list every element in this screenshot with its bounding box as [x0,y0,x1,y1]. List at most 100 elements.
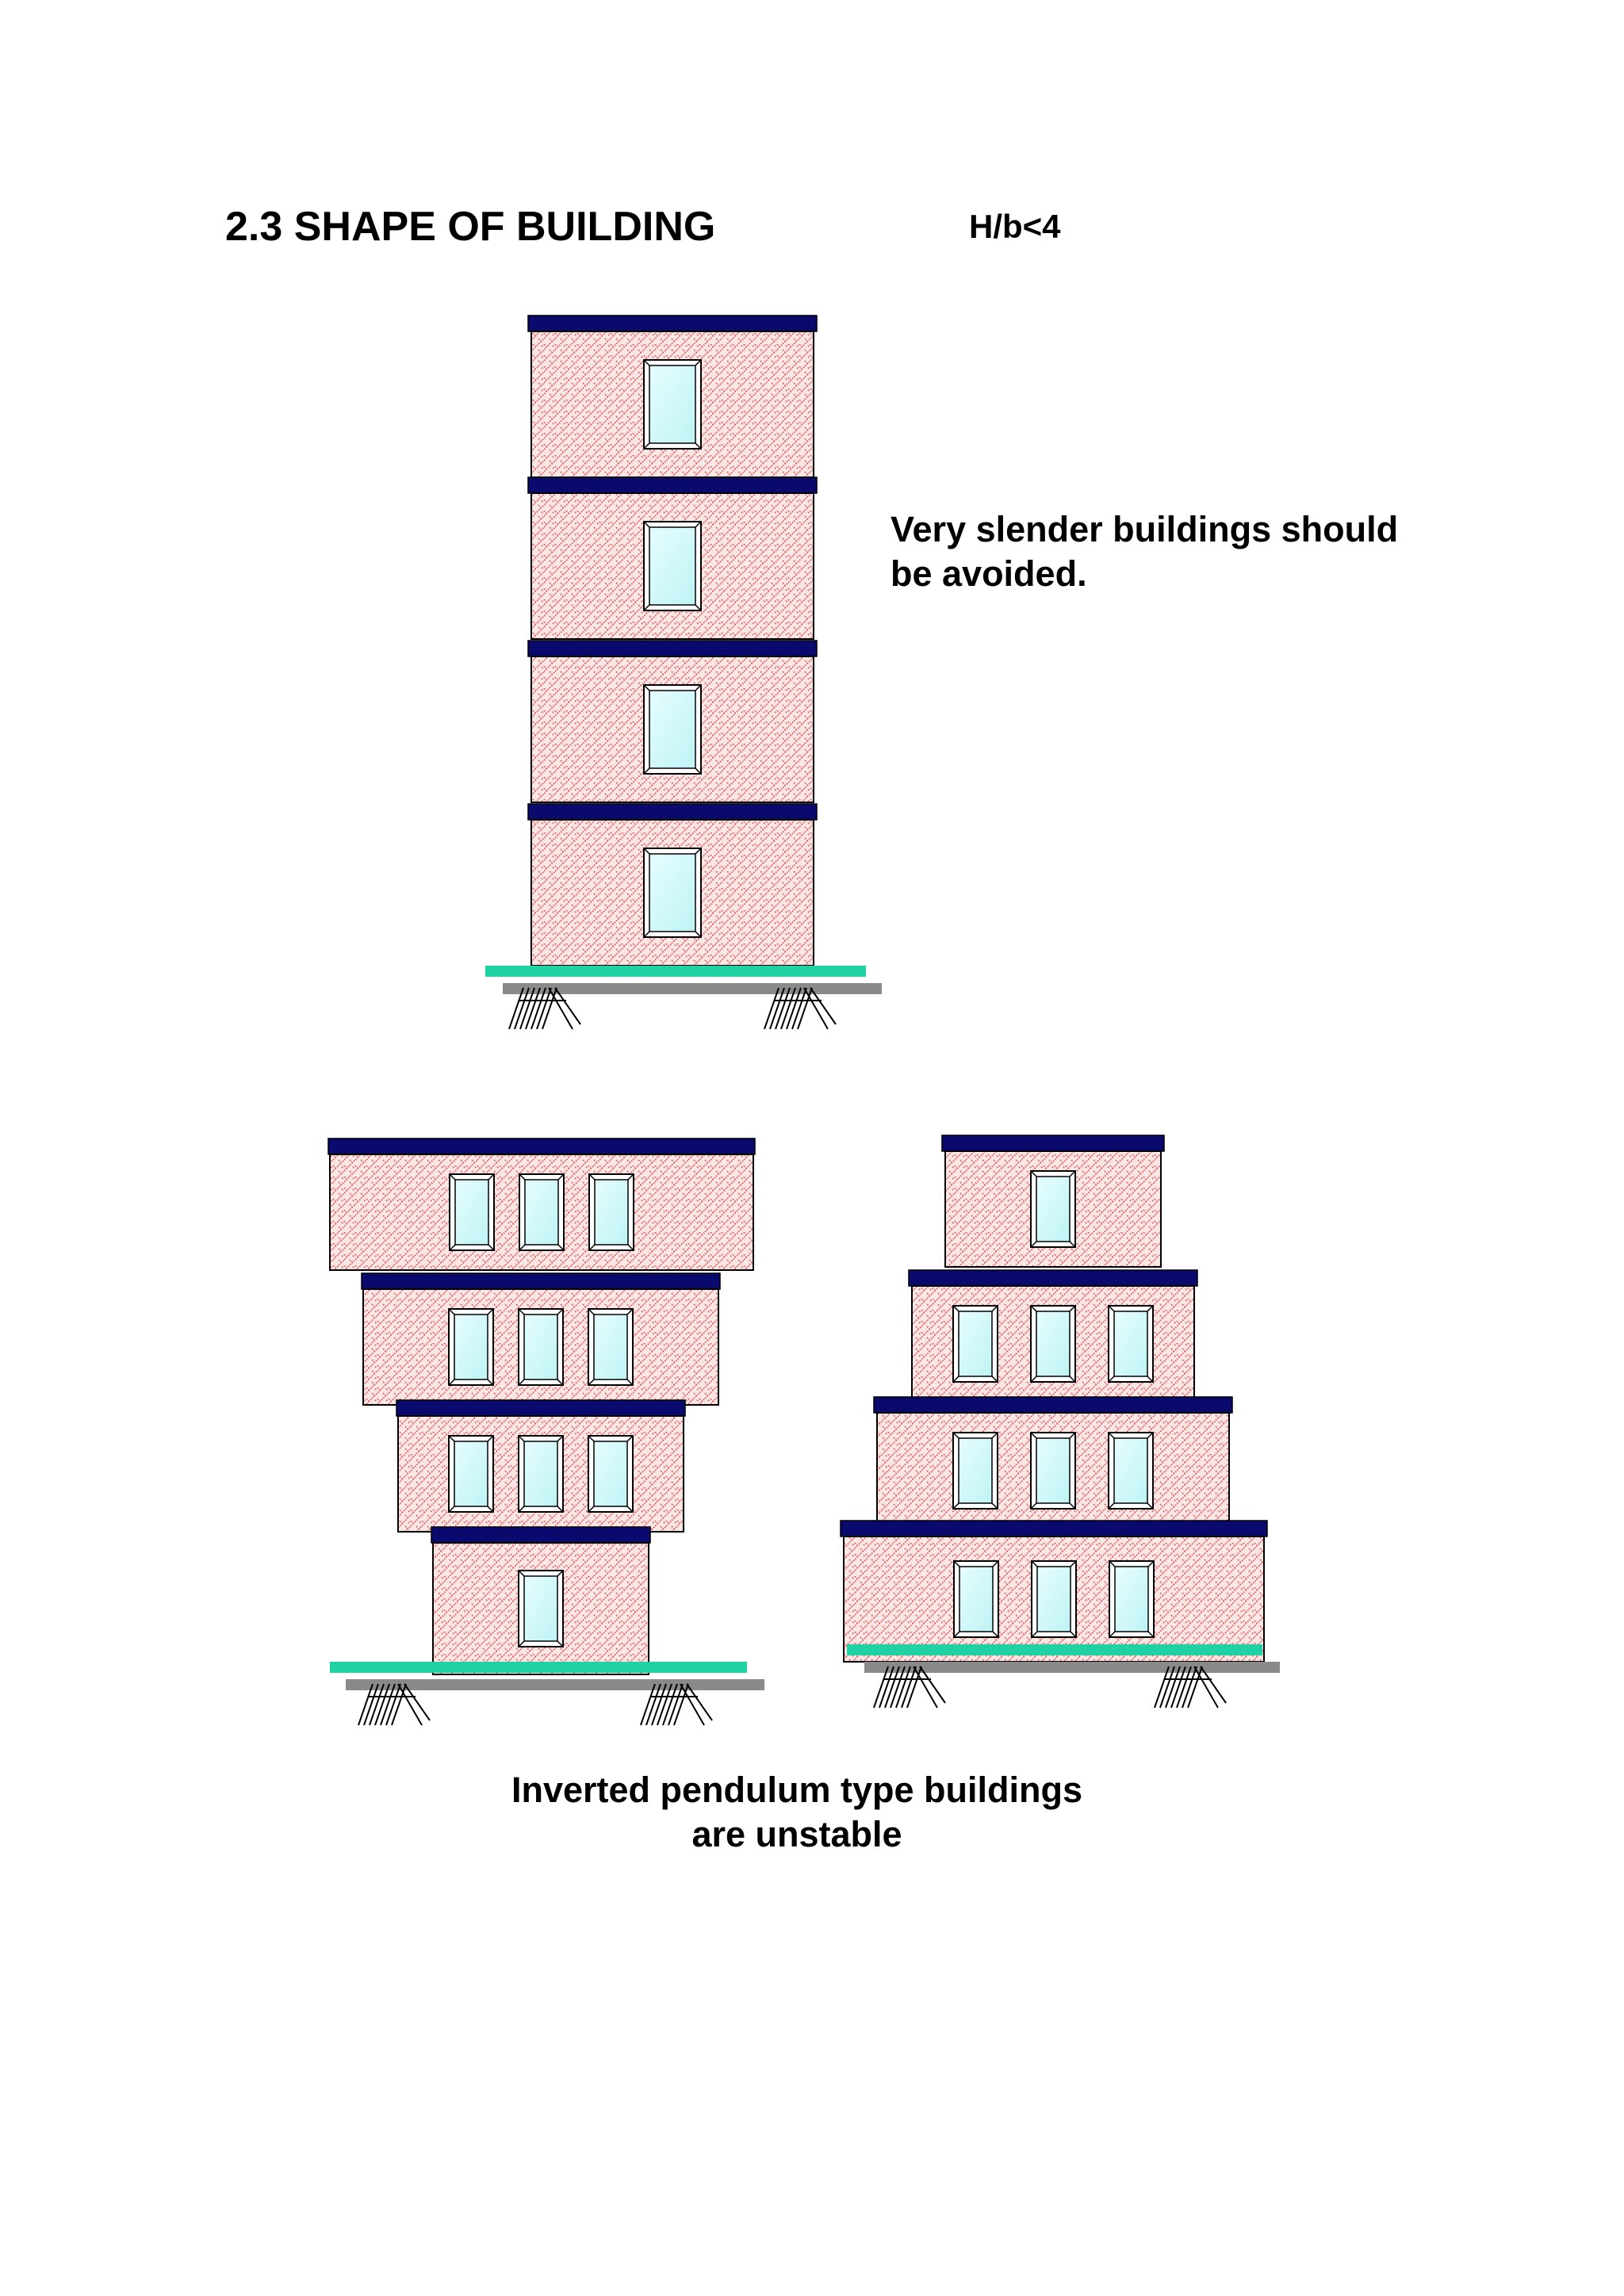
window-bevel [588,1308,634,1386]
hatch-lines [358,1683,431,1726]
window [588,1308,634,1386]
window [449,1173,495,1251]
window-bevel [448,1308,494,1386]
window [1031,1560,1077,1638]
floor-slab [873,1396,1233,1414]
window [643,359,702,450]
window-bevel [1108,1432,1154,1510]
window [953,1560,999,1638]
window-bevel [643,848,702,938]
window-glass [523,1441,558,1507]
window-glass [649,526,696,606]
window [518,1435,564,1513]
storey [527,640,818,803]
window [588,1435,634,1513]
slender-building [485,315,882,1030]
window [1109,1560,1155,1638]
window-glass [523,1575,558,1642]
plinth-beam [847,1644,1262,1655]
window-glass [649,690,696,769]
window [1030,1432,1076,1510]
window-bevel [643,521,702,611]
window-bevel [952,1432,998,1510]
storey [327,1138,756,1271]
hatch-lines [1154,1666,1227,1709]
page-title: 2.3 SHAPE OF BUILDING [225,204,716,250]
hatch-lines [640,1683,713,1726]
storey [527,315,818,478]
plinth-beam [485,966,866,977]
window-glass [1113,1311,1148,1377]
ground-hatch [764,987,837,1030]
floor-slab [327,1138,756,1155]
ground-hatch [358,1683,431,1726]
window-bevel [1031,1560,1077,1638]
window-glass [454,1179,489,1246]
window-glass [1036,1566,1071,1632]
ratio-rule-label: H/b<4 [969,208,1061,245]
floor-slab [527,476,818,494]
window [588,1173,634,1251]
slender-caption-line-2: be avoided. [891,553,1087,594]
hatch-lines [873,1666,946,1709]
window [1108,1305,1154,1383]
window-bevel [643,684,702,775]
floor-slab [396,1399,686,1417]
window-glass [523,1314,558,1380]
window-glass [454,1441,488,1507]
pendulum-caption-line-2: are unstable [691,1814,902,1854]
ground-hatch [508,987,581,1030]
hatch-lines [508,987,581,1030]
window-glass [1113,1437,1148,1504]
ground-hatch [640,1683,713,1726]
floor-slab [527,315,818,332]
storey [908,1269,1198,1402]
window-bevel [1030,1170,1076,1248]
window [643,684,702,775]
window-bevel [953,1560,999,1638]
floor-slab [431,1526,651,1544]
window-bevel [588,1435,634,1513]
storey [396,1399,686,1533]
window [1030,1305,1076,1383]
storey [527,803,818,966]
window-glass [1114,1566,1149,1632]
window-bevel [1108,1305,1154,1383]
window-glass [958,1311,993,1377]
window [952,1432,998,1510]
window-bevel [448,1435,494,1513]
window [518,1308,564,1386]
window-bevel [1109,1560,1155,1638]
window [518,1570,564,1647]
storey [873,1396,1233,1529]
window-glass [454,1314,488,1380]
window [448,1435,494,1513]
window-glass [959,1566,994,1632]
storey [840,1520,1268,1663]
pendulum-caption-line-1: Inverted pendulum type buildings [511,1770,1083,1810]
window-glass [594,1179,629,1246]
window-glass [593,1441,628,1507]
floor-slab [527,803,818,821]
window-bevel [519,1173,565,1251]
window [519,1173,565,1251]
window-glass [1036,1176,1071,1242]
inverted-pendulum-building [327,1138,764,1726]
slender-caption-line-1: Very slender buildings should [891,509,1399,549]
window-bevel [1030,1305,1076,1383]
window [1108,1432,1154,1510]
window-bevel [449,1173,495,1251]
slender-caption: Very slender buildings should be avoided… [891,507,1398,596]
ground-hatch [1154,1666,1227,1709]
window [952,1305,998,1383]
window [1030,1170,1076,1248]
window [643,848,702,938]
window-glass [1036,1311,1071,1377]
storey [527,476,818,640]
pendulum-caption: Inverted pendulum type buildings are uns… [484,1768,1110,1857]
floor-slab [361,1272,721,1290]
storey [361,1272,721,1406]
ground-line [503,983,882,994]
plinth-beam [330,1662,747,1673]
